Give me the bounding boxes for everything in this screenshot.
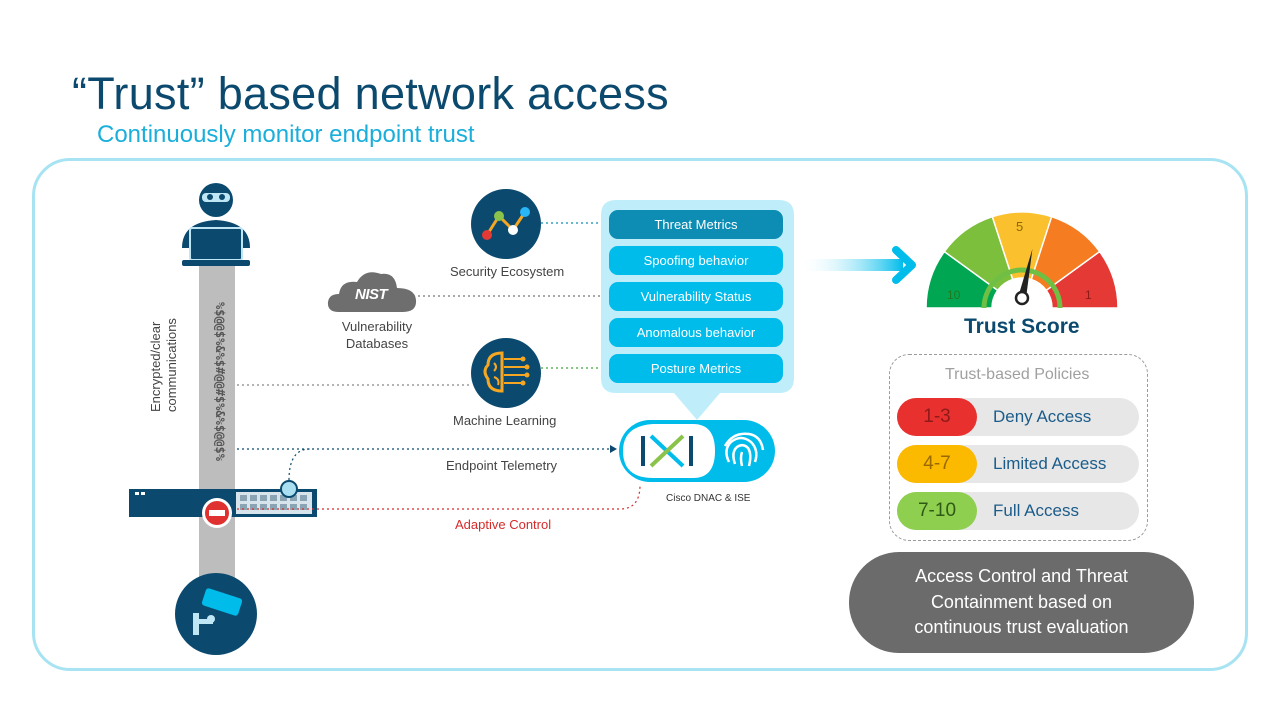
metric-threat: Threat Metrics: [609, 210, 783, 239]
gauge-scale-mid: 5: [1016, 219, 1024, 234]
arrow-chevron-icon: [892, 246, 916, 284]
gauge-scale-left: 10: [947, 288, 961, 302]
diagram-frame: [32, 158, 1248, 671]
metric-posture: Posture Metrics: [609, 354, 783, 383]
policy-row-deny: 1-3 Deny Access: [897, 398, 1139, 436]
policy-action-full: Full Access: [993, 501, 1079, 520]
policy-action-deny: Deny Access: [993, 407, 1092, 426]
gauge-needle: [1018, 248, 1033, 299]
gauge-scale-right: 1: [1085, 288, 1092, 302]
policy-range-limited: 4-7: [897, 445, 977, 483]
trust-score-label: Trust Score: [964, 315, 1080, 338]
policy-range-deny: 1-3: [897, 398, 977, 436]
slide-subtitle: Continuously monitor endpoint trust: [97, 121, 475, 148]
security-ecosystem-icon: [471, 189, 541, 259]
policy-range-full: 7-10: [897, 492, 977, 530]
vulnerability-databases-label: Vulnerability Databases: [337, 318, 417, 352]
policy-row-full: 7-10 Full Access: [897, 492, 1139, 530]
callout-line3: continuous trust evaluation: [914, 617, 1129, 638]
policy-action-limited: Limited Access: [993, 454, 1107, 473]
metric-anomalous: Anomalous behavior: [609, 318, 783, 347]
policies-box: [889, 354, 1148, 541]
summary-callout: Access Control and Threat Containment ba…: [849, 552, 1194, 653]
flow-arrow: [798, 259, 903, 271]
data-stream-text: %$@@$%&%$#@@#$%&%$@@$%: [213, 302, 227, 461]
hacker-icon: [182, 183, 250, 266]
adaptive-control-label: Adaptive Control: [455, 517, 552, 532]
dnac-ise-label: Cisco DNAC & ISE: [666, 493, 751, 504]
nist-logo-text: NIST: [355, 286, 388, 303]
callout-line1: Access Control and Threat: [915, 566, 1128, 587]
nist-cloud-icon: [327, 272, 417, 312]
policies-title: Trust-based Policies: [945, 366, 1090, 383]
trust-score-gauge: [925, 211, 1119, 309]
callout-line2: Containment based on: [930, 591, 1113, 612]
block-icon: [202, 498, 232, 528]
fingerprint-icon: [723, 432, 765, 467]
policy-row-limited: 4-7 Limited Access: [897, 445, 1139, 483]
security-ecosystem-label: Security Ecosystem: [450, 264, 565, 279]
camera-icon: [175, 573, 257, 655]
vuln-label-line2: Databases: [345, 336, 409, 351]
machine-learning-icon: [471, 338, 541, 408]
metric-vulnerability: Vulnerability Status: [609, 282, 783, 311]
metric-spoofing: Spoofing behavior: [609, 246, 783, 275]
comm-label-line1: Encrypted/clear: [148, 321, 163, 412]
communications-label-group: Encrypted/clear communications: [148, 252, 188, 412]
dnac-ise-badge: [619, 420, 775, 482]
gauge-inner-ring: [981, 267, 1063, 309]
machine-learning-label: Machine Learning: [453, 413, 557, 428]
slide-title: “Trust” based network access: [72, 68, 669, 119]
comm-label-line2: communications: [164, 318, 179, 412]
vuln-label-line1: Vulnerability: [341, 319, 413, 334]
endpoint-telemetry-label: Endpoint Telemetry: [446, 458, 558, 473]
dna-icon: [641, 434, 693, 468]
gauge-pivot: [1014, 290, 1030, 306]
